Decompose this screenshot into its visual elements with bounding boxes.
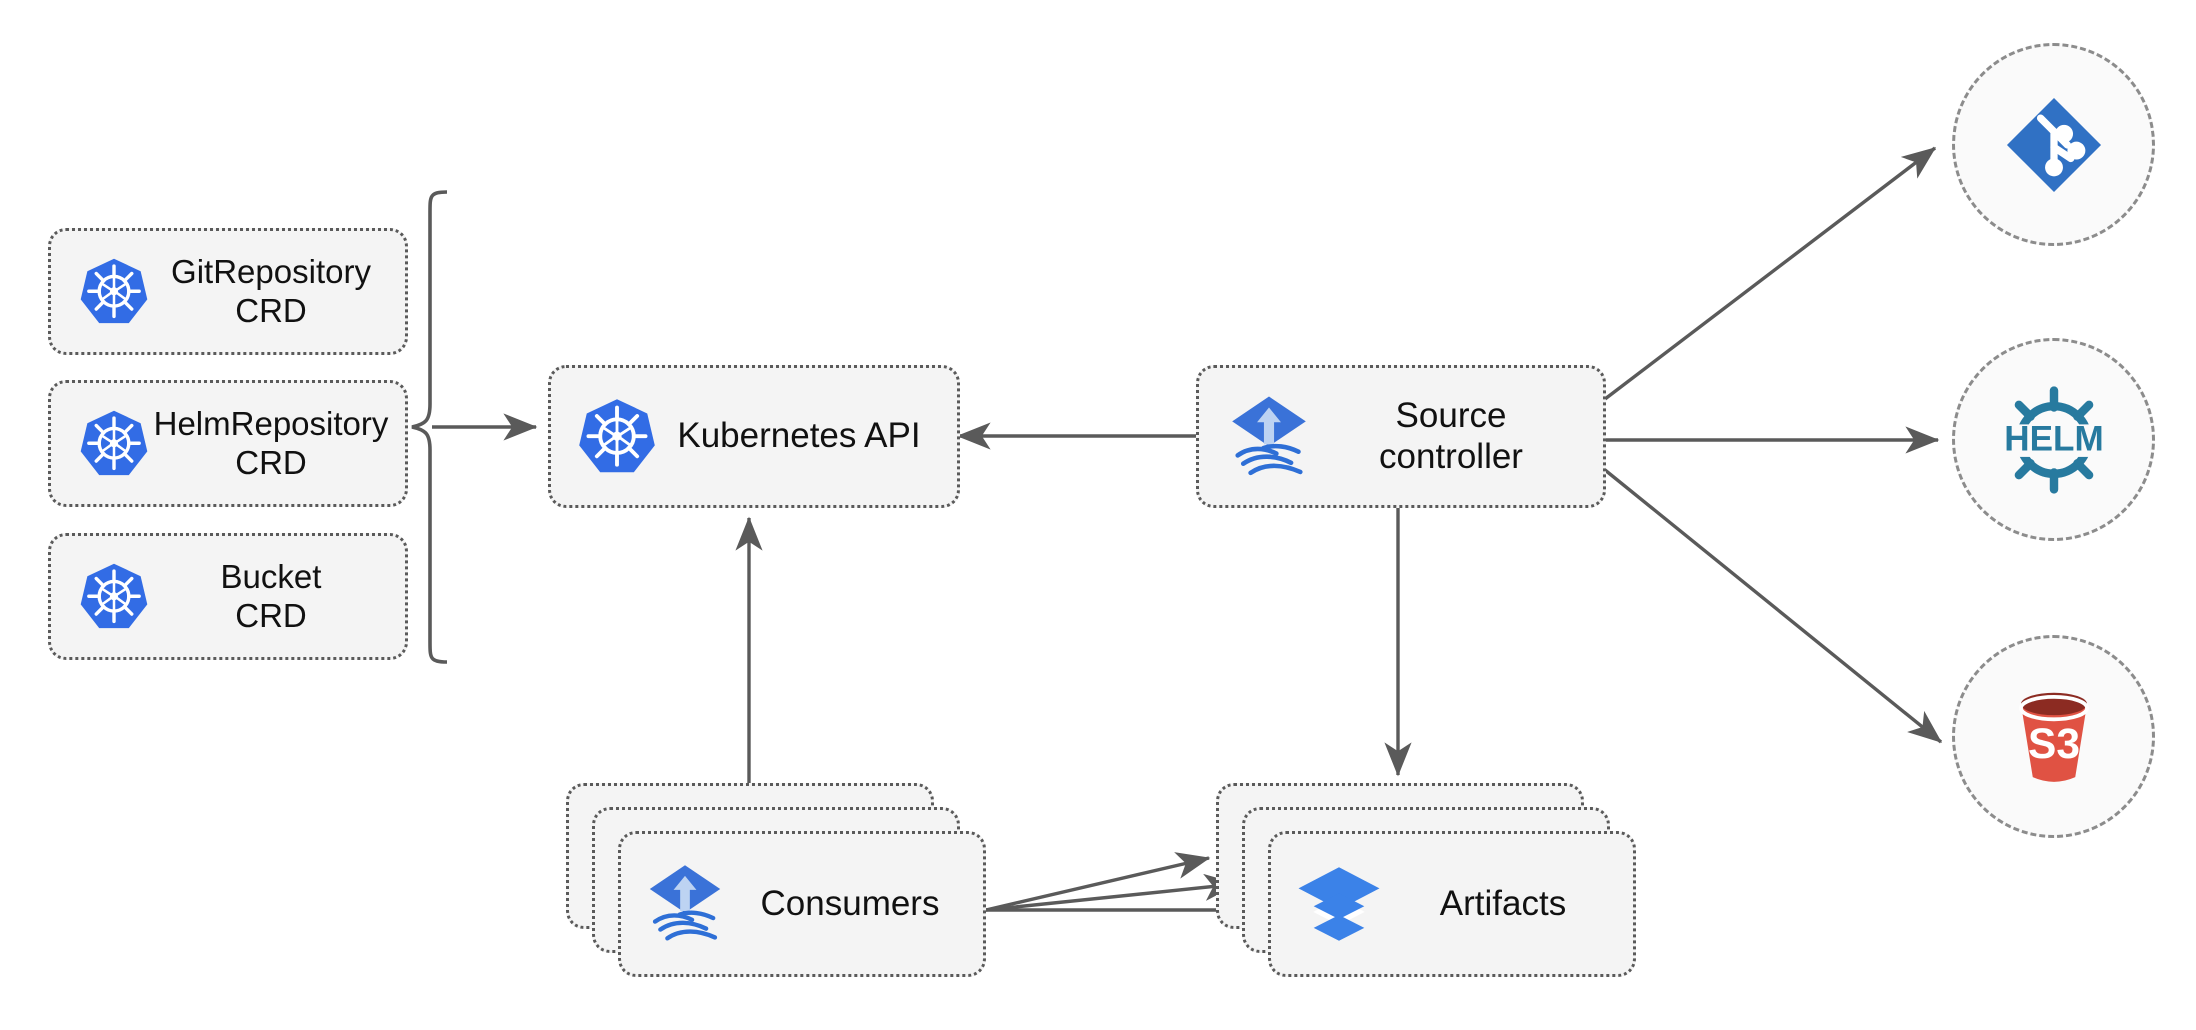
arrow-consumers-to-artifacts-2 xyxy=(985,873,1239,912)
arrow-source-to-s3 xyxy=(1603,468,1943,744)
source-controller-node[interactable]: Source controller xyxy=(1196,365,1606,508)
git-icon xyxy=(1998,89,2110,201)
kubernetes-icon xyxy=(77,407,151,481)
git-target-circle[interactable] xyxy=(1952,43,2155,246)
consumers-stack[interactable]: Consumers xyxy=(566,783,986,977)
consumers-label: Consumers xyxy=(760,884,940,923)
crd-label: HelmRepository CRD xyxy=(153,405,389,481)
arrow-consumers-to-artifacts-1 xyxy=(985,852,1211,912)
kubernetes-icon xyxy=(77,560,151,634)
source-controller-label: Source controller xyxy=(1379,395,1523,476)
s3-icon: S3 xyxy=(1995,678,2113,796)
s3-target-circle[interactable]: S3 xyxy=(1952,635,2155,838)
crd-card-gitrepository[interactable]: GitRepository CRD xyxy=(48,228,408,355)
kubernetes-api-node[interactable]: Kubernetes API xyxy=(548,365,960,508)
s3-label: S3 xyxy=(2028,721,2080,768)
crd-group-brace xyxy=(411,190,448,664)
layers-icon xyxy=(1293,858,1385,950)
kubernetes-api-label: Kubernetes API xyxy=(677,416,921,456)
kubernetes-icon xyxy=(77,255,151,329)
helm-icon: HELM xyxy=(1989,375,2119,505)
kubernetes-icon xyxy=(575,395,659,479)
arrow-source-to-git xyxy=(1603,146,1937,401)
flux-icon xyxy=(641,860,729,948)
artifacts-stack[interactable]: Artifacts xyxy=(1216,783,1636,977)
crd-card-bucket[interactable]: Bucket CRD xyxy=(48,533,408,660)
flux-icon xyxy=(1223,391,1315,483)
artifacts-node[interactable]: Artifacts xyxy=(1268,831,1636,977)
crd-label: Bucket CRD xyxy=(220,558,322,634)
crd-card-helmrepository[interactable]: HelmRepository CRD xyxy=(48,380,408,507)
consumers-node[interactable]: Consumers xyxy=(618,831,986,977)
helm-label: HELM xyxy=(2004,419,2103,458)
helm-target-circle[interactable]: HELM xyxy=(1952,338,2155,541)
artifacts-label: Artifacts xyxy=(1439,884,1567,923)
crd-label: GitRepository CRD xyxy=(171,253,371,329)
